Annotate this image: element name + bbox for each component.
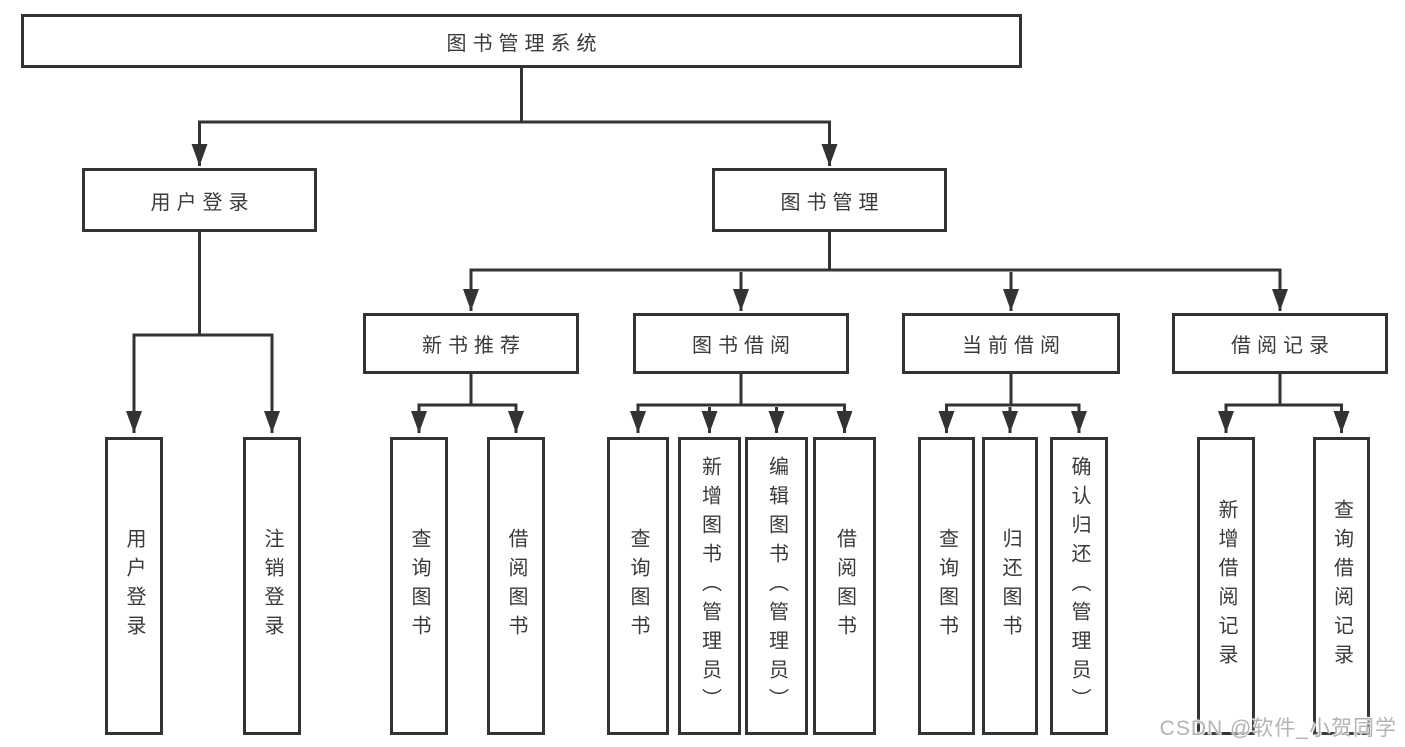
- leaf-add-book-admin-label: 新增图书（管理员）: [698, 455, 721, 717]
- node-root-label: 图书管理系统: [446, 32, 603, 55]
- node-user-login-label: 用户登录: [150, 191, 255, 214]
- leaf-logout-label: 注销登录: [261, 528, 283, 644]
- edge-bb-elbow: [636, 403, 846, 413]
- edge-mgmt-elbow: [469, 268, 1282, 279]
- leaf-add-borrow-record: 新增借阅记录: [1197, 437, 1255, 735]
- node-current-borrow: 当前借阅: [902, 313, 1120, 374]
- leaf-query-borrow-record: 查询借阅记录: [1313, 437, 1370, 735]
- leaf-edit-book-admin-label: 编辑图书（管理员）: [765, 455, 788, 717]
- leaf-query-books-2: 查询图书: [607, 437, 669, 735]
- leaf-borrow-books-2: 借阅图书: [813, 437, 876, 735]
- leaf-confirm-return-admin-label: 确认归还（管理员）: [1068, 455, 1090, 717]
- node-book-management: 图书管理: [712, 168, 947, 232]
- leaf-return-book-label: 归还图书: [999, 528, 1021, 644]
- leaf-borrow-books-1: 借阅图书: [487, 437, 545, 735]
- csdn-watermark: CSDN @软件_小贺同学: [1159, 717, 1397, 740]
- node-user-login: 用户登录: [82, 168, 317, 232]
- node-borrow-record: 借阅记录: [1172, 313, 1388, 374]
- leaf-borrow-books-1-label: 借阅图书: [505, 528, 527, 644]
- node-book-borrow: 图书借阅: [633, 313, 849, 374]
- node-book-management-label: 图书管理: [780, 191, 885, 214]
- leaf-add-book-admin: 新增图书（管理员）: [678, 437, 741, 735]
- edge-cb-elbow: [945, 403, 1081, 413]
- node-new-book-recommend-label: 新书推荐: [422, 335, 526, 357]
- leaf-edit-book-admin: 编辑图书（管理员）: [745, 437, 808, 735]
- edge-root-elbow: [198, 120, 831, 131]
- leaf-query-books-3-label: 查询图书: [935, 528, 958, 644]
- edge-newbook-elbow: [417, 403, 518, 413]
- leaf-query-books-3: 查询图书: [918, 437, 975, 735]
- leaf-query-borrow-record-label: 查询借阅记录: [1330, 499, 1353, 673]
- leaf-borrow-books-2-label: 借阅图书: [833, 528, 856, 644]
- leaf-user-login-label: 用户登录: [123, 528, 145, 644]
- edge-br-elbow: [1224, 403, 1343, 413]
- leaf-confirm-return-admin: 确认归还（管理员）: [1050, 437, 1108, 735]
- leaf-query-books-1-label: 查询图书: [408, 528, 430, 644]
- leaf-return-book: 归还图书: [982, 437, 1038, 735]
- node-book-borrow-label: 图书借阅: [692, 335, 796, 357]
- leaf-user-login: 用户登录: [105, 437, 163, 735]
- node-root: 图书管理系统: [21, 14, 1022, 68]
- node-new-book-recommend: 新书推荐: [363, 313, 579, 374]
- leaf-add-borrow-record-label: 新增借阅记录: [1215, 499, 1237, 673]
- leaf-logout: 注销登录: [243, 437, 301, 735]
- edge-user-elbow: [132, 333, 274, 344]
- node-borrow-record-label: 借阅记录: [1231, 335, 1335, 357]
- leaf-query-books-1: 查询图书: [390, 437, 448, 735]
- leaf-query-books-2-label: 查询图书: [627, 528, 649, 644]
- node-current-borrow-label: 当前借阅: [962, 335, 1066, 357]
